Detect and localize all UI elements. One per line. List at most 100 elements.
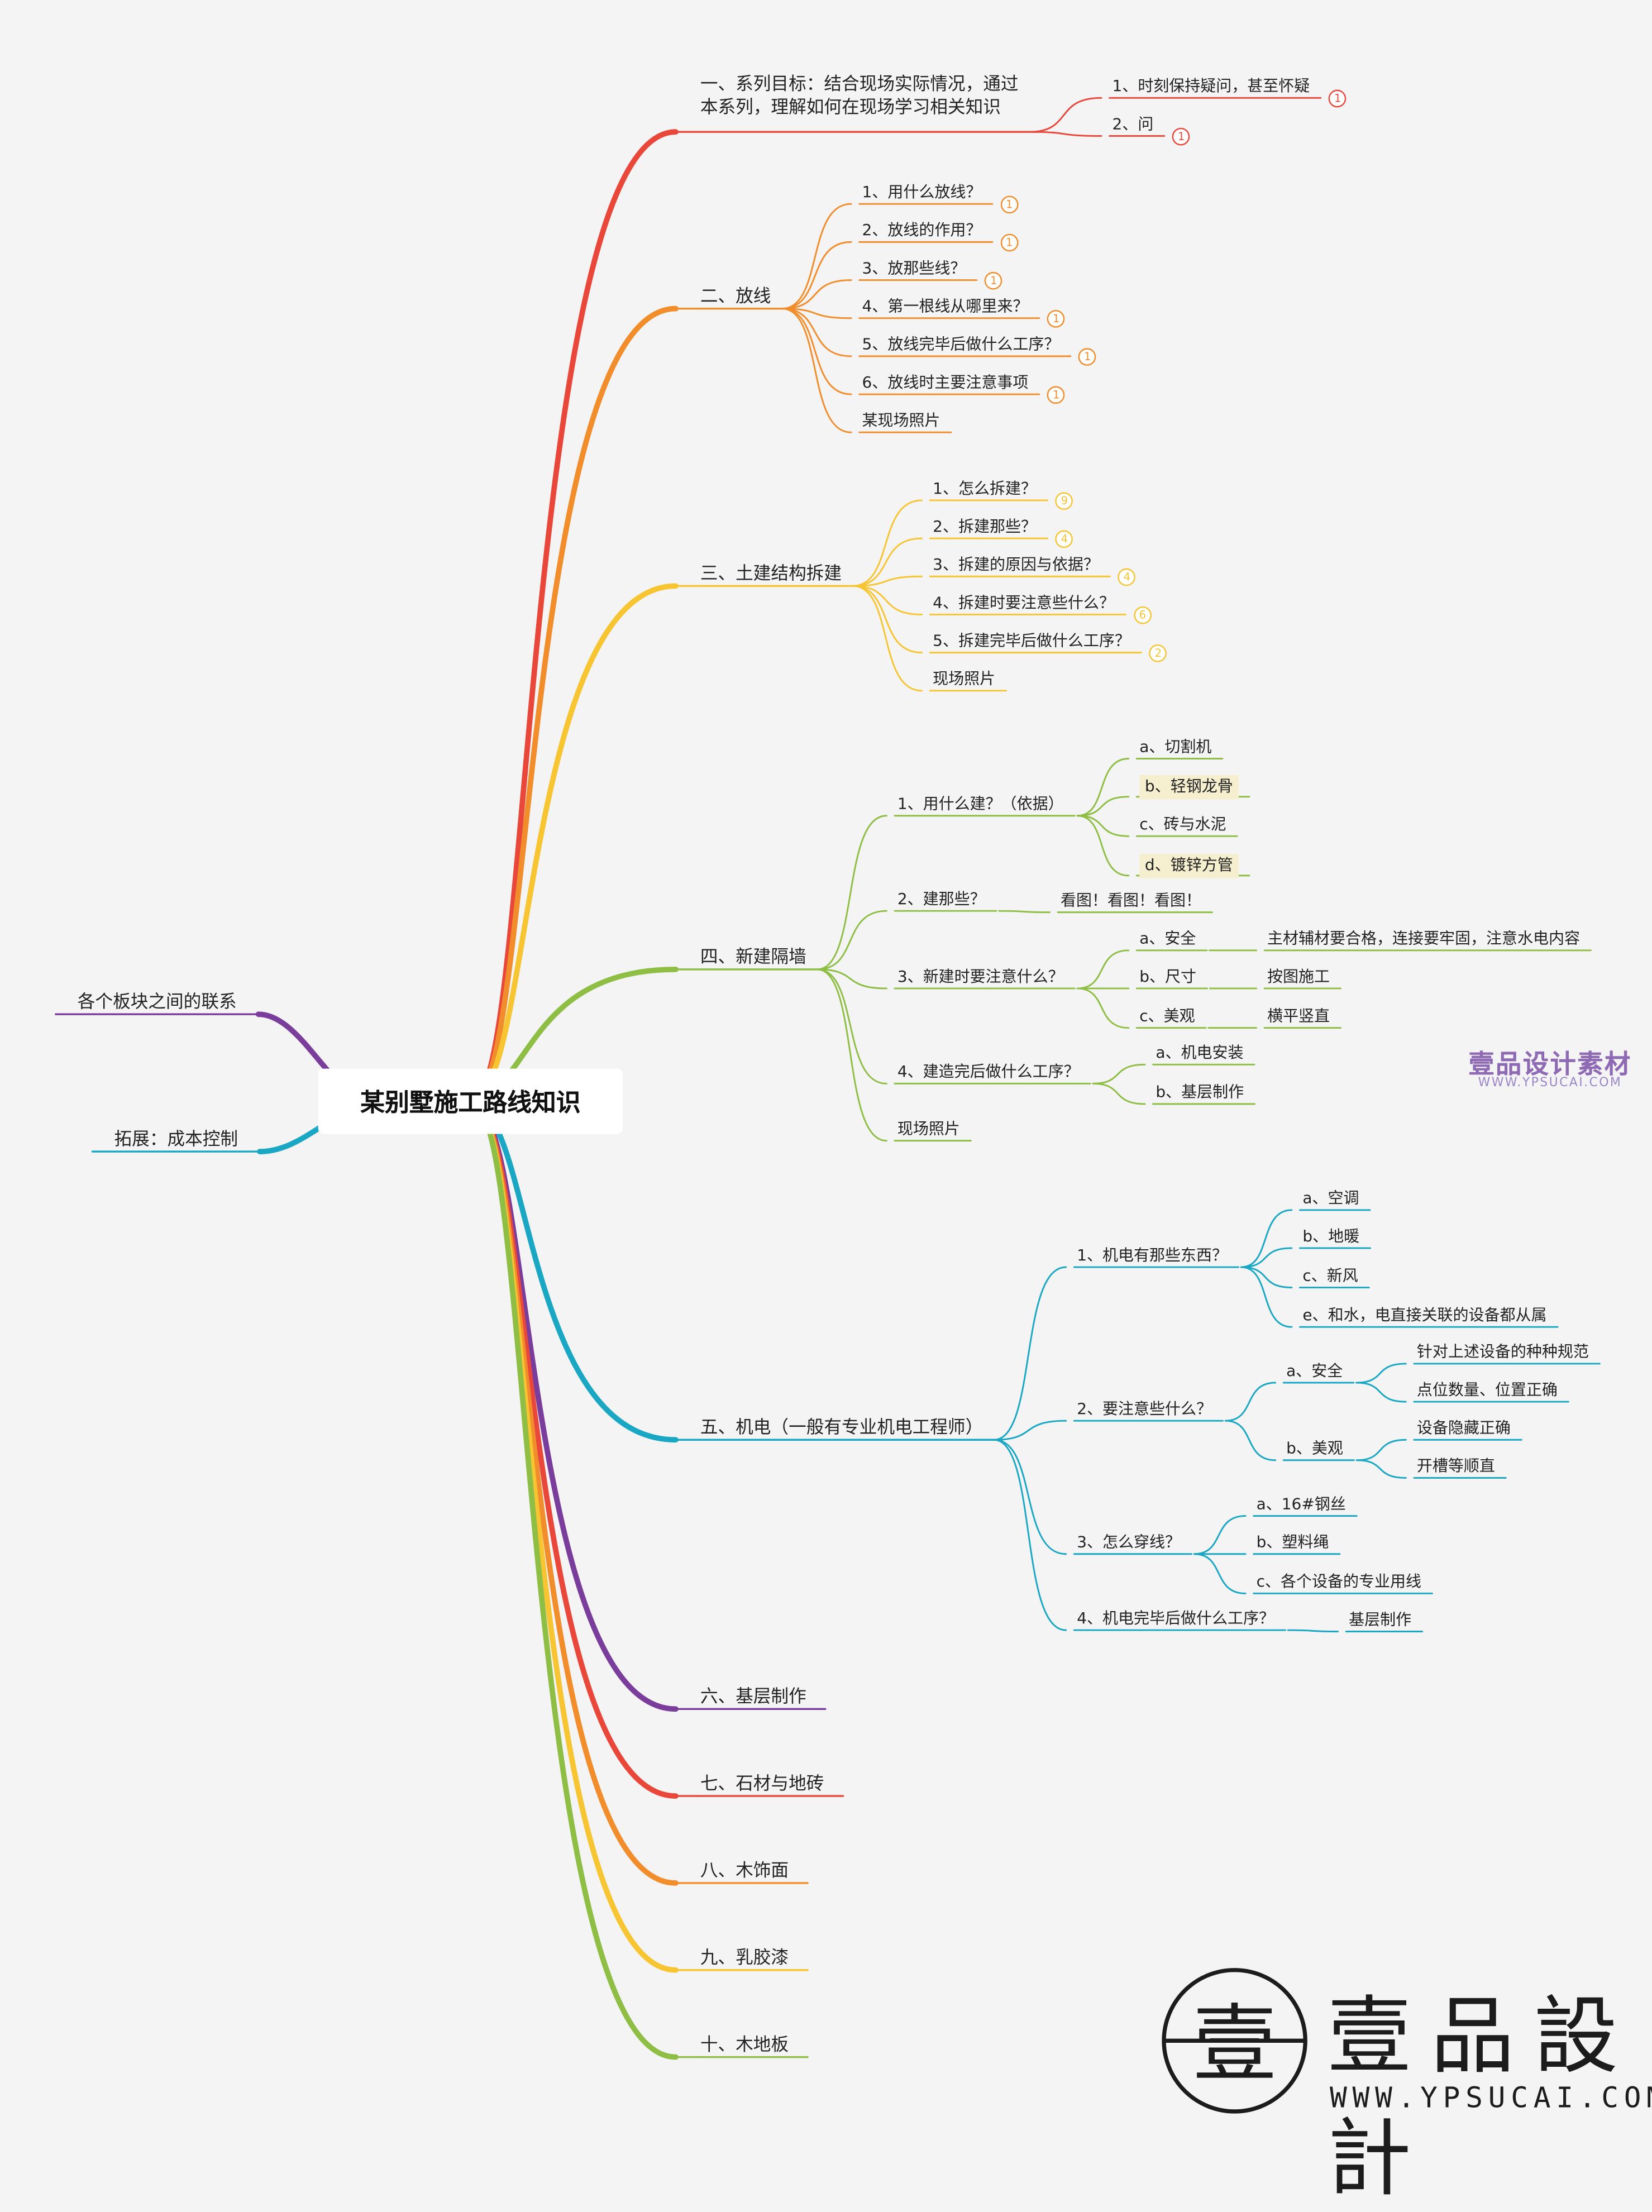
- topic-b5-2b1[interactable]: 设备隐藏正确: [1416, 1418, 1511, 1437]
- connector-b4-2: [816, 910, 887, 971]
- topic-b3-1[interactable]: 1、怎么拆建？: [933, 479, 1037, 498]
- note-badge-b2-2[interactable]: 1: [1000, 233, 1019, 252]
- topic-b4-4[interactable]: 4、建造完后做什么工序？: [897, 1062, 1080, 1081]
- note-badge-b2-6[interactable]: 1: [1047, 386, 1066, 404]
- connector-b5-2a1: [1355, 1363, 1407, 1384]
- topic-b4-3c[interactable]: c、美观: [1139, 1006, 1195, 1025]
- topic-b4-1a[interactable]: a、切割机: [1139, 737, 1212, 756]
- topic-b5-2a2[interactable]: 点位数量、位置正确: [1416, 1380, 1558, 1399]
- topic-b3-2[interactable]: 2、拆建那些？: [933, 517, 1037, 536]
- note-badge-b2-4[interactable]: 1: [1047, 310, 1066, 328]
- note-badge-b2-1[interactable]: 1: [1000, 195, 1019, 214]
- connector-b5-1e: [1240, 1266, 1293, 1328]
- topic-b4-4b[interactable]: b、基层制作: [1156, 1082, 1244, 1102]
- branch-l1[interactable]: 各个板块之间的联系: [77, 992, 237, 1012]
- branch-b4[interactable]: 四、新建隔墙: [700, 947, 806, 968]
- connector-b5-1: [993, 1266, 1067, 1441]
- topic-b5-1b[interactable]: b、地暖: [1302, 1226, 1360, 1246]
- topic-b5-3c[interactable]: c、各个设备的专业用线: [1256, 1571, 1421, 1591]
- note-badge-b3-1[interactable]: 9: [1056, 492, 1073, 510]
- note-badge-b2-3[interactable]: 1: [985, 271, 1003, 290]
- topic-b5-2[interactable]: 2、要注意些什么？: [1077, 1399, 1212, 1418]
- branch-b9[interactable]: 九、乳胶漆: [700, 1947, 789, 1969]
- topic-b4-3[interactable]: 3、新建时要注意什么？: [897, 967, 1064, 986]
- branch-l2[interactable]: 拓展：成本控制: [114, 1129, 238, 1150]
- topic-b2-5[interactable]: 5、放线完毕后做什么工序？: [862, 335, 1060, 354]
- root-topic[interactable]: 某别墅施工路线知识: [318, 1068, 623, 1134]
- topic-b5-4[interactable]: 4、机电完毕后做什么工序？: [1077, 1608, 1275, 1628]
- note-badge-b3-5[interactable]: 2: [1149, 644, 1167, 662]
- topic-b2-6[interactable]: 6、放线时主要注意事项: [862, 372, 1029, 392]
- note-badge-b3-3[interactable]: 4: [1118, 568, 1136, 586]
- branch-b5[interactable]: 五、机电（一般有专业机电工程师）: [700, 1417, 983, 1438]
- branch-b6[interactable]: 六、基层制作: [700, 1687, 806, 1707]
- connector-b3-1: [852, 499, 923, 587]
- connector-b2-2: [781, 241, 852, 310]
- note-badge-b1-2[interactable]: 1: [1172, 127, 1191, 146]
- connector-b5-2a: [1224, 1382, 1277, 1422]
- topic-b3-4[interactable]: 4、拆建时要注意些什么？: [933, 593, 1115, 612]
- topic-b4-4a[interactable]: a、机电安装: [1156, 1043, 1244, 1062]
- note-badge-b3-4[interactable]: 6: [1134, 606, 1152, 624]
- branch-b8[interactable]: 八、木饰面: [700, 1861, 789, 1881]
- topic-b5-1a[interactable]: a、空调: [1302, 1188, 1359, 1208]
- topic-b2-4[interactable]: 4、第一根线从哪里来？: [862, 296, 1029, 316]
- topic-b4-3b1[interactable]: 按图施工: [1267, 967, 1330, 986]
- branch-b2[interactable]: 二、放线: [700, 286, 771, 307]
- topic-b5-3b[interactable]: b、塑料绳: [1256, 1532, 1329, 1552]
- note-badge-b1-1[interactable]: 1: [1329, 89, 1347, 108]
- watermark-small: 壹品设计素材 WWW.YPSUCAI.COM: [1468, 1044, 1631, 1091]
- brand-logo-icon: 壹: [1162, 1968, 1307, 2114]
- connector-b2-5: [781, 308, 852, 357]
- watermark-small-url: WWW.YPSUCAI.COM: [1478, 1077, 1622, 1091]
- watermark-small-title: 壹品设计素材: [1468, 1049, 1632, 1080]
- topic-b4-3b[interactable]: b、尺寸: [1139, 967, 1196, 986]
- branch-b10[interactable]: 十、木地板: [700, 2034, 789, 2056]
- topic-b3-5[interactable]: 5、拆建完毕后做什么工序？: [933, 630, 1130, 650]
- connector-b5: [473, 1106, 679, 1443]
- topic-b4-1[interactable]: 1、用什么建？（依据）: [897, 794, 1064, 814]
- connector-b5-2a2: [1355, 1382, 1407, 1403]
- topic-b4-3a1[interactable]: 主材辅材要合格，连接要牢固，注意水电内容: [1267, 928, 1581, 948]
- connector-b5-1c: [1240, 1266, 1293, 1289]
- topic-b4-3c1[interactable]: 横平竖直: [1267, 1006, 1330, 1025]
- topic-b1-2[interactable]: 2、问: [1112, 114, 1154, 133]
- topic-b2-1[interactable]: 1、用什么放线？: [862, 182, 982, 202]
- topic-b5-2a[interactable]: a、安全: [1286, 1361, 1343, 1380]
- topic-b5-2a1[interactable]: 针对上述设备的种种规范: [1416, 1342, 1589, 1361]
- note-badge-b3-2[interactable]: 4: [1056, 530, 1073, 548]
- topic-b5-1c[interactable]: c、新风: [1302, 1265, 1358, 1285]
- topic-b2-7[interactable]: 某现场照片: [862, 410, 940, 430]
- branch-b3[interactable]: 三、土建结构拆建: [700, 563, 842, 585]
- topic-b3-6[interactable]: 现场照片: [933, 668, 996, 689]
- topic-b1-1[interactable]: 1、时刻保持疑问，甚至怀疑: [1112, 76, 1310, 95]
- connector-b2-6: [781, 308, 852, 395]
- topic-b4-3a[interactable]: a、安全: [1139, 928, 1196, 948]
- topic-b4-5[interactable]: 现场照片: [897, 1119, 960, 1138]
- topic-b2-2[interactable]: 2、放线的作用？: [862, 220, 982, 240]
- branch-b7[interactable]: 七、石材与地砖: [700, 1774, 824, 1794]
- connector-layer: [55, 97, 1601, 2060]
- topic-b4-2[interactable]: 2、建那些？: [897, 889, 986, 909]
- topic-b5-4a[interactable]: 基层制作: [1349, 1609, 1412, 1629]
- note-badge-b2-5[interactable]: 1: [1078, 348, 1097, 366]
- connector-b3-3: [852, 575, 923, 587]
- watermark-big: 壹 壹品設計 WWW.YPSUCAI.COM: [1158, 1965, 1652, 2208]
- topic-b5-1e[interactable]: e、和水，电直接关联的设备都从属: [1302, 1305, 1547, 1325]
- topic-b5-3[interactable]: 3、怎么穿线？: [1077, 1532, 1181, 1552]
- connector-b4-5: [816, 968, 887, 1142]
- topic-b5-2b2[interactable]: 开槽等顺直: [1416, 1456, 1495, 1475]
- topic-b5-3a[interactable]: a、16#钢丝: [1256, 1494, 1346, 1513]
- topic-b2-3[interactable]: 3、放那些线？: [862, 258, 966, 278]
- connector-b5-1b: [1240, 1247, 1293, 1268]
- topic-b4-2a[interactable]: 看图！看图！看图！: [1060, 890, 1201, 910]
- connector-b1-1: [1028, 97, 1102, 133]
- topic-b4-1c[interactable]: c、砖与水泥: [1139, 814, 1226, 834]
- topic-b5-1[interactable]: 1、机电有那些东西？: [1077, 1245, 1228, 1265]
- topic-b4-1b[interactable]: b、轻钢龙骨: [1139, 775, 1239, 799]
- connector-b5-3a: [1193, 1515, 1247, 1555]
- topic-b3-3[interactable]: 3、拆建的原因与依据？: [933, 555, 1099, 574]
- topic-b4-1d[interactable]: d、镀锌方管: [1139, 854, 1239, 878]
- branch-b1[interactable]: 一、系列目标：结合现场实际情况，通过 本系列，理解如何在现场学习相关知识: [700, 74, 1019, 119]
- topic-b5-2b[interactable]: b、美观: [1286, 1438, 1343, 1458]
